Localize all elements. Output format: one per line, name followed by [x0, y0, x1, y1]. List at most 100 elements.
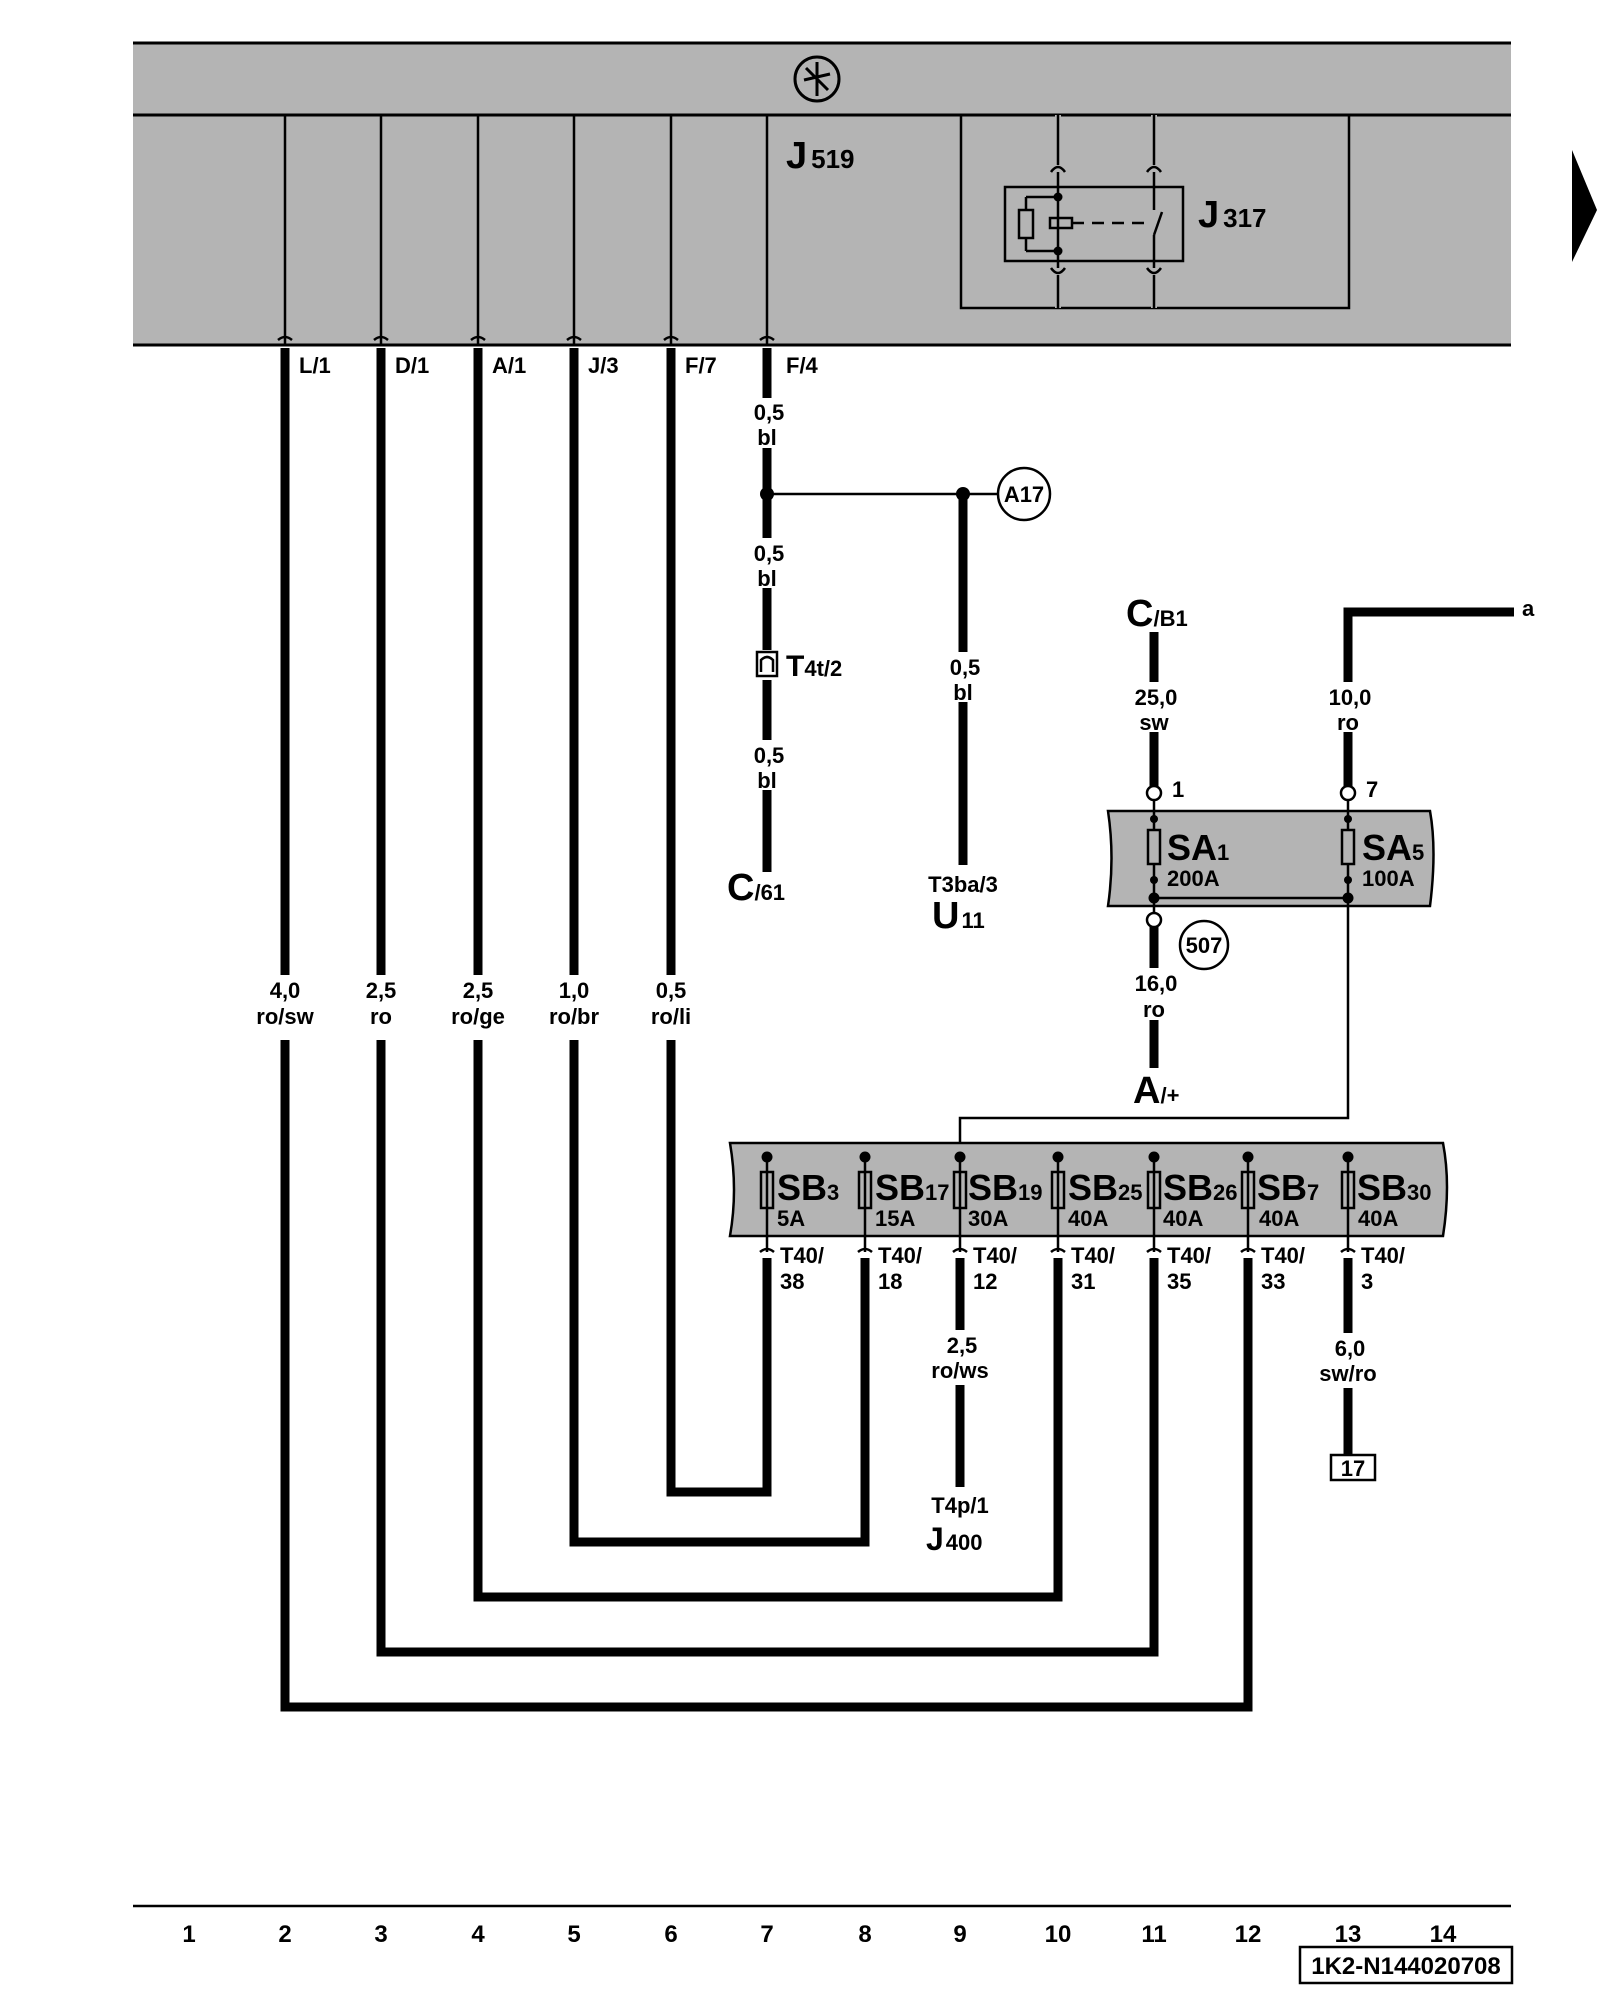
t40-pin: T40/: [1071, 1243, 1115, 1268]
sb-fuse-label: SB26: [1163, 1167, 1238, 1208]
wire-size: 10,0: [1329, 685, 1372, 710]
a-line-wire: [1343, 607, 1514, 787]
c61-label: C/61: [727, 867, 785, 909]
sb-fuse-rating: 40A: [1358, 1206, 1398, 1231]
wire-ro-br: [569, 1040, 870, 1547]
circle-507: [1178, 919, 1230, 971]
t40-pin: T40/: [780, 1243, 824, 1268]
wire-color: ro: [1143, 997, 1165, 1022]
j400-label: J400: [926, 1521, 983, 1557]
sb-fuse-label: SB30: [1357, 1167, 1432, 1208]
sb-fuse-rating: 30A: [968, 1206, 1008, 1231]
box-17-label: 17: [1341, 1456, 1365, 1481]
wire-labels-left: 4,0 ro/sw 2,5 ro 2,5 ro/ge 1,0 ro/br 0,5…: [256, 978, 691, 1029]
sa5-rating: 100A: [1362, 866, 1415, 891]
a-line-label: a: [1522, 596, 1535, 621]
sa1-rating: 200A: [1167, 866, 1220, 891]
t40-pin: 35: [1167, 1269, 1191, 1294]
relay-dots: [1053, 192, 1063, 256]
wire-size: 0,5: [754, 400, 785, 425]
wire-color: sw: [1139, 710, 1169, 735]
sb-fuse-label: SB19: [968, 1167, 1043, 1208]
wire-size: 1,0: [559, 978, 590, 1003]
sa5-label: SA5: [1362, 827, 1424, 868]
wire-color: bl: [757, 768, 777, 793]
wire-color: ro/br: [549, 1004, 600, 1029]
wire-ro-ge: [473, 1040, 1063, 1602]
column-number: 3: [374, 1921, 387, 1948]
wire-size: 0,5: [754, 541, 785, 566]
column-number: 8: [858, 1921, 871, 1948]
t40-pin: 31: [1071, 1269, 1095, 1294]
pin-label: A/1: [492, 353, 526, 378]
feed-wire: [958, 898, 1350, 1153]
column-number: 4: [471, 1921, 485, 1948]
j519-internal-lines: [283, 115, 769, 345]
t40-pin: T40/: [973, 1243, 1017, 1268]
column-numbers: 1 2 3 4 5 6 7 8 9 10 11 12 13 14: [182, 1921, 1457, 1948]
wire-color: ro: [1337, 710, 1359, 735]
pin-label: F/7: [685, 353, 717, 378]
sb-top-dots: [761, 1151, 1354, 1163]
column-number: 11: [1141, 1921, 1166, 1948]
t40-pin: T40/: [1167, 1243, 1211, 1268]
t40-pin: 38: [780, 1269, 804, 1294]
wire-color: ro/li: [651, 1004, 691, 1029]
wire-size: 0,5: [950, 655, 981, 680]
sb-fuse-rating: 5A: [777, 1206, 805, 1231]
wire-color: ro/ws: [931, 1358, 988, 1383]
t40-pin: T40/: [1361, 1243, 1405, 1268]
j519-housing: [133, 43, 1511, 345]
sb-fuse-rating: 15A: [875, 1206, 915, 1231]
connector-label: T4t/2: [786, 650, 842, 683]
sb-fuse-box: [728, 1141, 1449, 1238]
sa1-label: SA1: [1167, 827, 1229, 868]
wire-color: bl: [757, 425, 777, 450]
t40-pin: 33: [1261, 1269, 1285, 1294]
pin-label: L/1: [299, 353, 331, 378]
continue-arrow-icon[interactable]: [1572, 150, 1597, 262]
cb1-label: C/B1: [1126, 593, 1188, 635]
module-symbol-icon: [793, 55, 841, 103]
t40-pin: 18: [878, 1269, 902, 1294]
wire-size: 6,0: [1335, 1336, 1366, 1361]
wire-color: ro/ge: [451, 1004, 505, 1029]
t40-pin: 3: [1361, 1269, 1373, 1294]
column-number: 5: [567, 1921, 580, 1948]
sb-fuse-internals: [759, 1155, 1356, 1253]
sb-fuse-rating: 40A: [1259, 1206, 1299, 1231]
circle-507-label: 507: [1186, 933, 1223, 958]
terminal-pin: 7: [1366, 777, 1378, 802]
column-number: 2: [278, 1921, 291, 1948]
sb-fuse-rating: 40A: [1163, 1206, 1203, 1231]
sb-fuse-rating: 40A: [1068, 1206, 1108, 1231]
t3ba-pin-label: T3ba/3: [928, 872, 998, 897]
wire-color: ro: [370, 1004, 392, 1029]
a-plus-label: A/+: [1133, 1070, 1179, 1112]
wire-size: 2,5: [366, 978, 397, 1003]
column-number: 7: [760, 1921, 773, 1948]
sb-fuse-label: SB17: [875, 1167, 950, 1208]
wire-size: 25,0: [1135, 685, 1178, 710]
box-17: [1329, 1453, 1377, 1482]
sb-fuse-label: SB7: [1257, 1167, 1319, 1208]
doc-id: 1K2-N144020708: [1311, 1953, 1500, 1980]
pin-label: F/4: [786, 353, 819, 378]
wire-ro-sw: [280, 1040, 1253, 1712]
column-number: 13: [1335, 1921, 1362, 1948]
wire-color: sw/ro: [1319, 1361, 1376, 1386]
sa-fuse-box: [1106, 809, 1435, 908]
terminal-circle: [1145, 784, 1163, 802]
t40-pin-labels: T40/ 38 T40/ 18 T40/ 12 T40/ 31 T40/ 35 …: [780, 1243, 1405, 1294]
wire-size: 4,0: [270, 978, 301, 1003]
t40-pin: T40/: [878, 1243, 922, 1268]
wire-size: 2,5: [463, 978, 494, 1003]
doc-id-box: [1298, 1945, 1514, 1985]
wire-color: ro/sw: [256, 1004, 314, 1029]
t40-pin: T40/: [1261, 1243, 1305, 1268]
column-number: 1: [182, 1921, 195, 1948]
